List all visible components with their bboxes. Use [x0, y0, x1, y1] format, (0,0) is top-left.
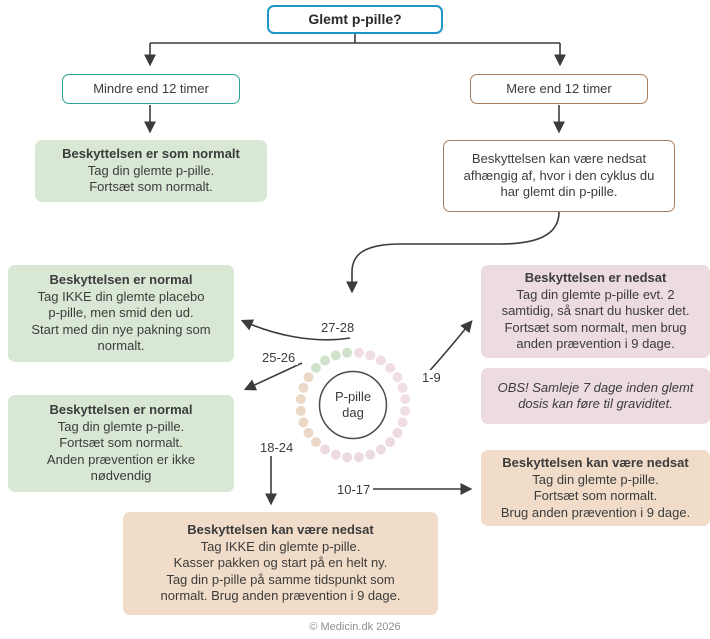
cycle-center-line2: dag	[342, 405, 364, 421]
result-title: Beskyttelsen er normal	[49, 402, 193, 418]
info-body: Beskyttelsen kan være nedsat afhængig af…	[463, 151, 655, 200]
result-body: Tag din glemte p-pille. Fortsæt som norm…	[500, 471, 691, 520]
result-day-10-17: Beskyttelsen kan være nedsat Tag din gle…	[481, 450, 710, 526]
result-body: Tag din glemte p-pille evt. 2 samtidig, …	[501, 286, 690, 352]
result-day-25-26: Beskyttelsen er normal Tag din glemte p-…	[8, 395, 234, 492]
result-body: Tag IKKE din glemte p-pille. Kasser pakk…	[160, 538, 401, 604]
result-body: Tag din glemte p-pille. Fortsæt som norm…	[87, 162, 215, 195]
cycle-label-27-28: 27-28	[318, 320, 358, 335]
cycle-label-18-24: 18-24	[257, 440, 297, 455]
cycle-label-1-9: 1-9	[419, 370, 444, 385]
result-body: Tag IKKE din glemte placebo p-pille, men…	[31, 288, 211, 354]
cycle-center-label: P-pille dag	[320, 389, 386, 422]
info-reduced-depends-cycle: Beskyttelsen kan være nedsat afhængig af…	[443, 140, 675, 212]
result-title: Beskyttelsen er som normalt	[62, 146, 240, 162]
result-title: Beskyttelsen kan være nedsat	[187, 522, 374, 538]
start-node: Glemt p-pille?	[267, 5, 443, 34]
result-day-18-24: Beskyttelsen kan være nedsat Tag IKKE di…	[123, 512, 438, 615]
result-title: Beskyttelsen er normal	[49, 272, 193, 288]
obs-body: OBS! Samleje 7 dage inden glemt dosis ka…	[497, 379, 694, 412]
copyright-note: © Medicin.dk 2026	[309, 621, 401, 633]
result-day-1-9: Beskyttelsen er nedsat Tag din glemte p-…	[481, 265, 710, 358]
split-connector	[150, 34, 560, 44]
result-day-27-28: Beskyttelsen er normal Tag IKKE din glem…	[8, 265, 234, 362]
cycle-center-line1: P-pille	[334, 389, 372, 404]
start-node-label: Glemt p-pille?	[308, 10, 402, 27]
branch-more-than-12h: Mere end 12 timer	[470, 74, 648, 104]
result-title: Beskyttelsen er nedsat	[524, 270, 667, 286]
obs-note: OBS! Samleje 7 dage inden glemt dosis ka…	[481, 368, 710, 424]
cycle-label-10-17: 10-17	[334, 482, 374, 497]
result-body: Tag din glemte p-pille. Fortsæt som norm…	[46, 418, 196, 484]
cycle-label-25-26: 25-26	[259, 350, 299, 365]
result-title: Beskyttelsen kan være nedsat	[502, 455, 689, 470]
result-normal-protection: Beskyttelsen er som normalt Tag din glem…	[35, 140, 267, 202]
arrow-day2526	[243, 362, 303, 391]
branch-label: Mere end 12 timer	[506, 80, 612, 96]
branch-label: Mindre end 12 timer	[93, 80, 209, 96]
branch-less-than-12h: Mindre end 12 timer	[62, 74, 240, 104]
